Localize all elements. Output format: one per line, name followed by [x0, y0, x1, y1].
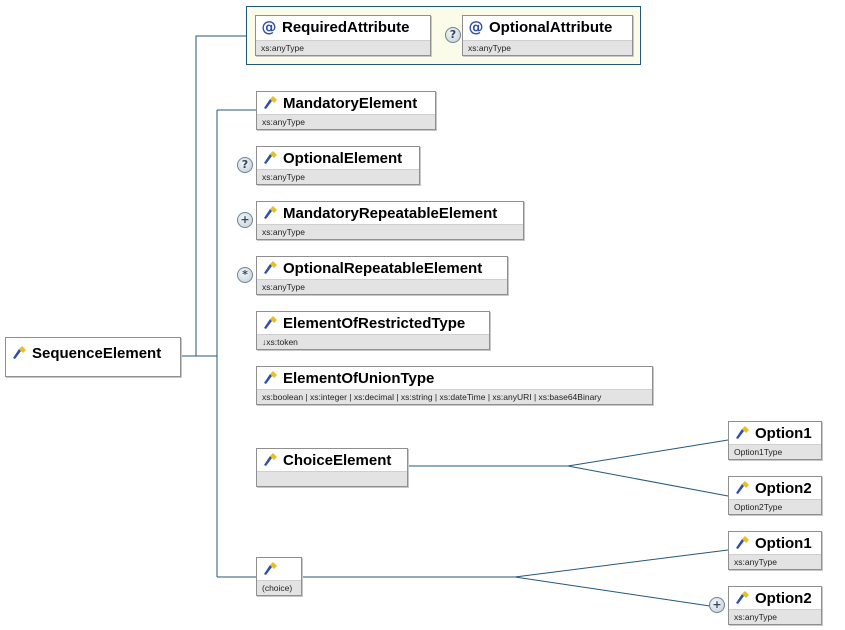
element-name: SequenceElement [32, 344, 162, 362]
choice-option1[interactable]: Option1 Option1Type [728, 421, 822, 460]
element-optional-repeatable[interactable]: OptionalRepeatableElement xs:anyType [256, 256, 508, 295]
element-type: xs:boolean | xs:integer | xs:decimal | x… [257, 389, 652, 404]
root-element-sequence[interactable]: SequenceElement [5, 337, 181, 377]
attribute-type: xs:anyType [256, 40, 430, 55]
element-name: Option1 [755, 424, 812, 442]
element-optional[interactable]: OptionalElement xs:anyType [256, 146, 420, 185]
element-type: xs:anyType [257, 114, 435, 129]
attribute-required[interactable]: @ RequiredAttribute xs:anyType [255, 15, 431, 56]
element-type: xs:anyType [729, 554, 821, 569]
attribute-name: RequiredAttribute [282, 18, 410, 36]
element-name: OptionalRepeatableElement [283, 259, 483, 277]
attributes-group: @ RequiredAttribute xs:anyType ? @ Optiona… [246, 6, 641, 65]
element-type: (choice) [257, 580, 301, 595]
anonymous-choice[interactable]: (choice) [256, 557, 302, 596]
element-type [257, 471, 407, 486]
optional-badge-icon: ? [445, 27, 461, 43]
element-icon [264, 453, 277, 466]
attribute-optional[interactable]: @ OptionalAttribute xs:anyType [462, 15, 633, 56]
at-icon: @ [468, 17, 484, 36]
element-name: ChoiceElement [283, 451, 392, 469]
element-name: Option2 [755, 479, 812, 497]
element-type: Option1Type [729, 444, 821, 459]
element-name: ElementOfUnionType [283, 369, 435, 387]
element-name: ElementOfRestrictedType [283, 314, 466, 332]
element-type: xs:anyType [257, 279, 507, 294]
element-icon [736, 536, 749, 549]
element-name: Option1 [755, 534, 812, 552]
element-icon [264, 151, 277, 164]
optional-badge-icon: ? [237, 157, 253, 173]
repeatable-badge-icon: + [237, 212, 253, 228]
element-type: xs:anyType [257, 169, 419, 184]
element-name: Option2 [755, 589, 812, 607]
at-icon: @ [261, 17, 277, 36]
element-icon [736, 426, 749, 439]
choice-option2[interactable]: Option2 Option2Type [728, 476, 822, 515]
element-icon [736, 481, 749, 494]
element-name: MandatoryRepeatableElement [283, 204, 498, 222]
element-type: xs:anyType [257, 224, 523, 239]
optional-repeatable-badge-icon: * [237, 267, 253, 283]
element-type: xs:anyType [729, 609, 821, 624]
element-restricted-type[interactable]: ElementOfRestrictedType ↓xs:token [256, 311, 490, 350]
element-type: ↓xs:token [257, 334, 489, 349]
element-icon [264, 371, 277, 384]
anon-choice-option1[interactable]: Option1 xs:anyType [728, 531, 822, 570]
element-mandatory[interactable]: MandatoryElement xs:anyType [256, 91, 436, 130]
attribute-name: OptionalAttribute [489, 18, 613, 36]
element-type: Option2Type [729, 499, 821, 514]
element-choice[interactable]: ChoiceElement [256, 448, 408, 487]
element-icon [264, 206, 277, 219]
element-icon [736, 591, 749, 604]
element-icon [264, 96, 277, 109]
anon-choice-option2[interactable]: Option2 xs:anyType [728, 586, 822, 625]
element-icon [264, 316, 277, 329]
element-mandatory-repeatable[interactable]: MandatoryRepeatableElement xs:anyType [256, 201, 524, 240]
element-icon [264, 562, 277, 575]
element-name: MandatoryElement [283, 94, 418, 112]
element-union-type[interactable]: ElementOfUnionType xs:boolean | xs:integ… [256, 366, 653, 405]
attribute-type: xs:anyType [463, 40, 632, 55]
element-icon [13, 346, 26, 359]
repeatable-badge-icon: + [709, 597, 725, 613]
element-icon [264, 261, 277, 274]
element-name: OptionalElement [283, 149, 403, 167]
